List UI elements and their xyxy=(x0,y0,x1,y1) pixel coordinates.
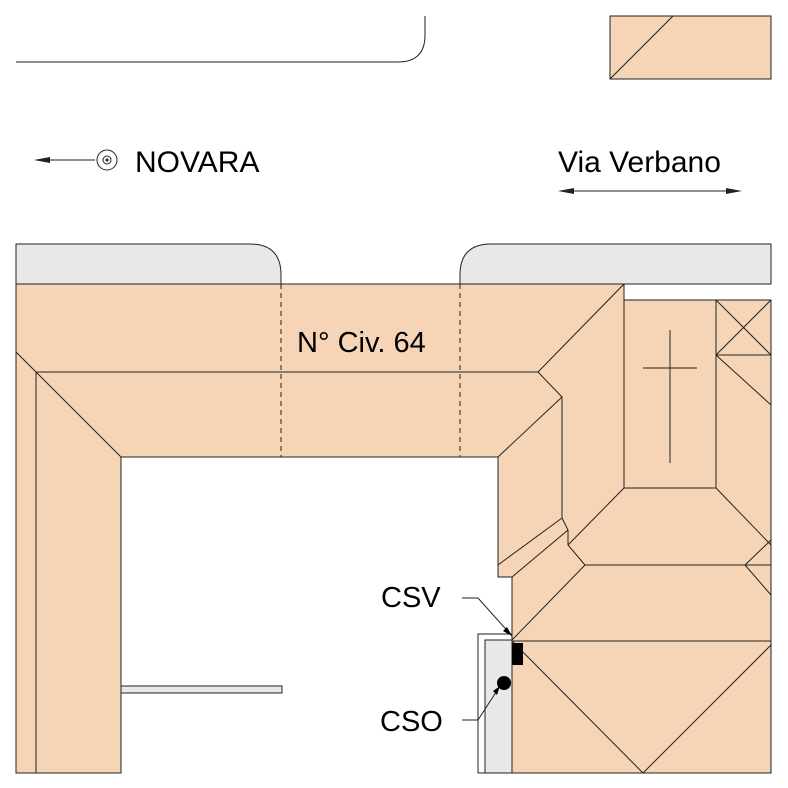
interior-bar xyxy=(120,685,283,694)
arrow-left-icon-head xyxy=(34,157,50,163)
service-niche-inner xyxy=(484,639,513,774)
circle-dot-icon xyxy=(96,149,118,171)
roof-lower-ridge xyxy=(511,564,771,641)
csv-label: CSV xyxy=(381,582,441,614)
wing-eave-right xyxy=(715,354,772,406)
road-edge-top-left xyxy=(16,16,426,63)
roof-step-b xyxy=(511,529,569,578)
direction-city-label: NOVARA xyxy=(135,146,259,179)
roof-lower-hip-a xyxy=(511,640,644,774)
building-top-right xyxy=(609,15,772,80)
roof-lower-hip-b xyxy=(642,644,772,774)
csv-leader-line xyxy=(462,597,513,637)
csv-valve-marker xyxy=(512,643,523,665)
sidewalk-right xyxy=(459,243,772,285)
crossed-box xyxy=(715,299,772,356)
street-name-label: Via Verbano xyxy=(558,146,721,179)
roof-step-a xyxy=(497,517,563,566)
building-top-right-diagonal xyxy=(609,15,674,80)
cso-outlet-marker xyxy=(497,676,511,690)
cso-arrowhead xyxy=(493,686,500,695)
roof-hip-left xyxy=(35,371,122,458)
roof-step-c xyxy=(561,517,586,566)
civic-number-label: N° Civ. 64 xyxy=(297,327,426,359)
roof-hip-top-right xyxy=(537,283,625,373)
wing-hip-c xyxy=(744,564,772,596)
cso-label: CSO xyxy=(380,706,443,738)
sidewalk-left xyxy=(15,243,282,285)
crossed-box-diag-2 xyxy=(715,299,772,356)
wing-hip-b xyxy=(715,487,772,546)
double-arrow-icon xyxy=(558,188,742,194)
wing-hip-a xyxy=(567,487,625,546)
csv-arrowhead xyxy=(503,627,512,636)
roof-hip-inner xyxy=(497,396,563,458)
cso-leader-line xyxy=(462,685,501,721)
wing-ridge-mid xyxy=(744,539,772,566)
